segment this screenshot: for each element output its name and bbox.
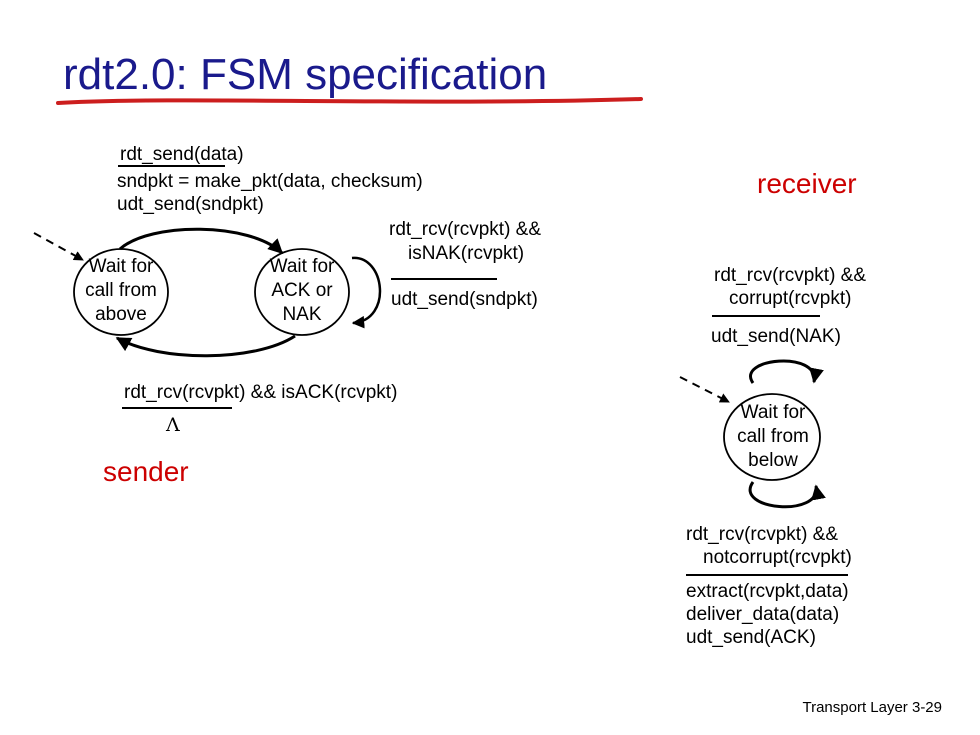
action-text: udt_send(sndpkt) [117,194,264,215]
label-send: rdt_send(data) sndpkt = make_pkt(data, c… [117,144,423,215]
state-line: ACK or [271,280,333,301]
state-line: call from [85,280,157,301]
receiver-label: receiver [757,168,857,199]
label-corrupt: rdt_rcv(rcvpkt) && corrupt(rcvpkt) udt_s… [711,265,866,347]
initial-arrow [33,232,84,261]
action-text: deliver_data(data) [686,604,839,625]
action-text: udt_send(ACK) [686,627,816,648]
event-text: rdt_rcv(rcvpkt) && [389,219,541,240]
event-text: isNAK(rcvpkt) [408,243,524,264]
slide-footer: Transport Layer 3-29 [802,699,942,716]
state-line: NAK [282,304,321,325]
state-wait-call-below: Wait for call from below [723,393,821,481]
lambda-action: Λ [165,414,180,436]
event-text: corrupt(rcvpkt) [729,288,851,309]
transition-send-arrow [118,227,284,255]
action-text: extract(rcvpkt,data) [686,581,849,602]
state-line: call from [737,426,809,447]
state-line: Wait for [89,256,154,277]
action-text: sndpkt = make_pkt(data, checksum) [117,171,423,192]
label-nak: rdt_rcv(rcvpkt) && isNAK(rcvpkt) udt_sen… [389,219,541,310]
transition-corrupt-loop [749,359,824,384]
receiver-fsm: receiver rdt_rcv(rcvpkt) && corrupt(rcvp… [679,168,866,648]
transition-ack-arrow [115,334,296,358]
title-underline [56,97,643,105]
transition-nak-loop [351,256,382,329]
state-wait-ack-nak: Wait for ACK or NAK [254,248,350,336]
event-text: rdt_rcv(rcvpkt) && [686,524,838,545]
page-title: rdt2.0: FSM specification [63,50,547,99]
event-text: rdt_send(data) [120,144,244,165]
sender-label: sender [103,456,189,487]
state-line: Wait for [270,256,335,277]
state-wait-call-above: Wait for call from above [73,248,169,336]
sender-fsm: Wait for call from above Wait for ACK or… [33,144,541,487]
event-text: rdt_rcv(rcvpkt) && isACK(rcvpkt) [124,382,397,403]
event-text: rdt_rcv(rcvpkt) && [714,265,866,286]
label-notcorrupt: rdt_rcv(rcvpkt) && notcorrupt(rcvpkt) ex… [686,524,852,648]
event-text: notcorrupt(rcvpkt) [703,547,852,568]
transition-notcorrupt-loop [748,481,826,509]
action-text: udt_send(NAK) [711,326,841,347]
label-ack: rdt_rcv(rcvpkt) && isACK(rcvpkt) Λ [122,382,397,436]
state-line: above [95,304,147,325]
initial-arrow [679,376,730,403]
state-line: below [748,450,798,471]
action-text: udt_send(sndpkt) [391,289,538,310]
state-line: Wait for [741,402,806,423]
